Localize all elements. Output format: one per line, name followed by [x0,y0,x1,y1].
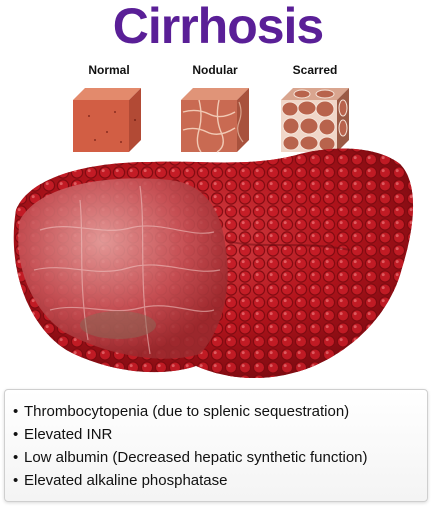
scarred-tissue-cube [281,88,349,152]
list-item: Thrombocytopenia (due to splenic sequest… [13,400,427,423]
findings-list: Thrombocytopenia (due to splenic sequest… [13,400,427,492]
nodular-tissue-cube [181,88,249,153]
page-title: Cirrhosis [112,0,325,54]
list-item: Elevated alkaline phosphatase [13,469,427,492]
list-item: Elevated INR [13,423,427,446]
findings-box: Thrombocytopenia (due to splenic sequest… [4,389,428,502]
cube-label-normal: Normal [88,63,130,77]
cube-label-nodular: Nodular [192,63,238,77]
normal-tissue-cube [73,88,141,152]
cube-label-scarred: Scarred [292,63,338,77]
list-item: Low albumin (Decreased hepatic synthetic… [13,446,427,469]
cirrhotic-liver-image [13,148,414,379]
